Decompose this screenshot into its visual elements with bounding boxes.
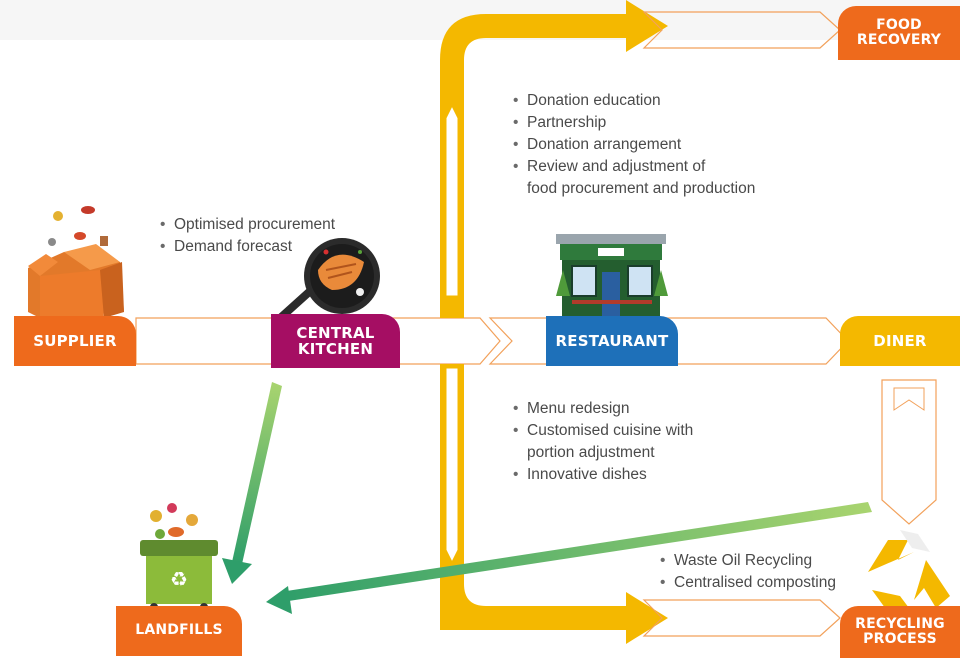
landfills-label: LANDFILLS <box>116 606 242 656</box>
main-flow-arrow <box>135 317 849 365</box>
diner-notes: Menu redesign Customised cuisine withpor… <box>513 398 693 486</box>
diner-label: DINER <box>840 316 960 366</box>
note-item: Donation education <box>513 90 755 112</box>
recycle-symbol-icon <box>868 530 950 612</box>
restaurant-label: RESTAURANT <box>546 316 678 366</box>
svg-text:♻: ♻ <box>170 567 188 591</box>
yellow-spine <box>440 0 668 644</box>
secondary-flow-arrows <box>642 11 841 637</box>
note-item: Centralised composting <box>660 572 836 594</box>
note-item: Waste Oil Recycling <box>660 550 836 572</box>
note-item: Partnership <box>513 112 755 134</box>
note-item: Demand forecast <box>160 236 335 258</box>
supplier-label: SUPPLIER <box>14 316 136 366</box>
note-item: Menu redesign <box>513 398 693 420</box>
food-recovery-notes: Donation education Partnership Donation … <box>513 90 755 200</box>
diner-down-chevron <box>893 387 925 411</box>
diner-down-arrow <box>881 379 937 525</box>
recycling-notes: Waste Oil Recycling Centralised composti… <box>660 550 836 594</box>
note-item: Donation arrangement <box>513 134 755 156</box>
kitchen-to-landfill-arrow <box>222 382 282 584</box>
cardboard-box-icon <box>28 206 124 318</box>
kitchen-notes: Optimised procurement Demand forecast <box>160 214 335 258</box>
recycle-bin-icon: ♻ <box>140 503 218 611</box>
storefront-icon <box>556 234 668 318</box>
note-item: Optimised procurement <box>160 214 335 236</box>
note-item: Innovative dishes <box>513 464 693 486</box>
diner-to-landfill-arrow <box>266 502 872 614</box>
